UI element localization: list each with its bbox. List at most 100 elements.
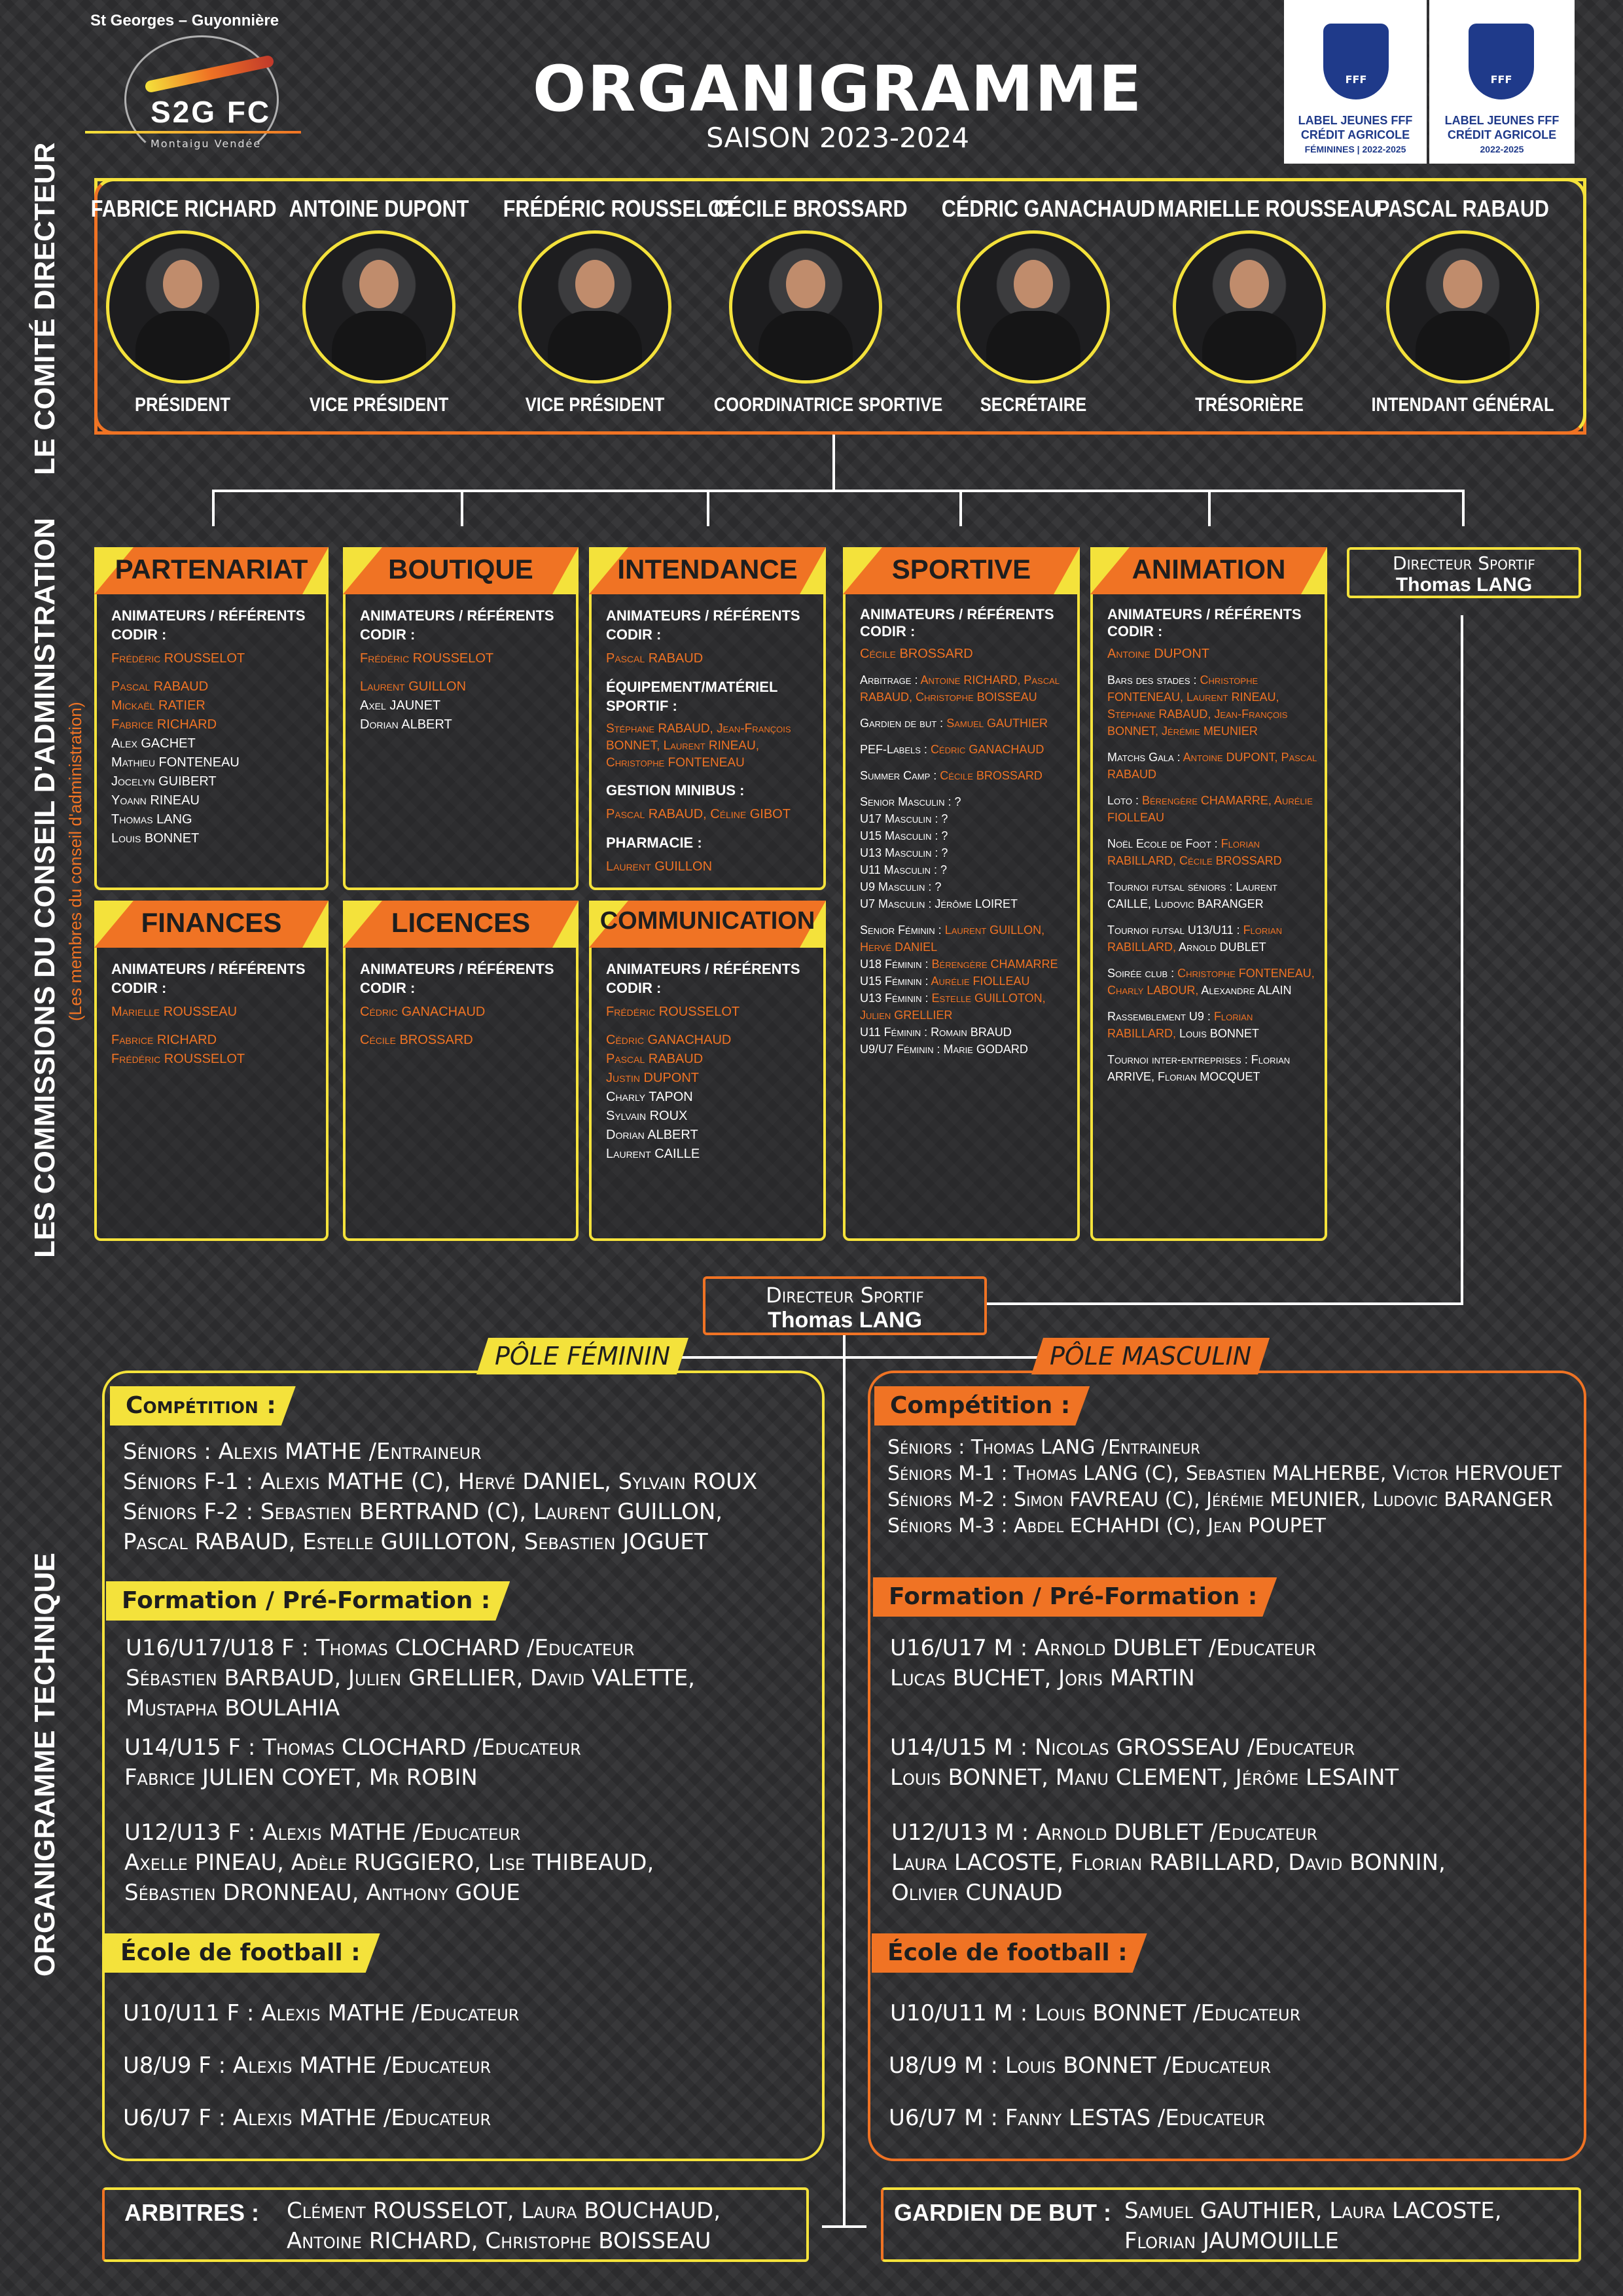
competition-line: Pascal RABAUD, Estelle GUILLOTON, Sebast… xyxy=(123,1529,708,1555)
member: Cécile BROSSARD xyxy=(360,1033,473,1047)
member-role: VICE PRÉSIDENT xyxy=(309,394,449,416)
commission-header: INTENDANCE xyxy=(589,547,826,594)
referent: Pascal RABAUD xyxy=(606,651,704,666)
commission-boutique: BOUTIQUE ANIMATEURS / RÉFÉRENTS CODIR : … xyxy=(343,547,579,890)
member-photo xyxy=(1386,230,1539,384)
member-photo xyxy=(1173,230,1326,384)
masc-item: U7 Masculin : Jérôme LOIRET xyxy=(860,897,1018,910)
directeur-sportif-title: Directeur Sportif xyxy=(766,1283,924,1308)
commission-header: LICENCES xyxy=(343,901,579,948)
member-name: MARIELLE ROUSSEAU xyxy=(1157,195,1380,222)
gardien-box: GARDIEN DE BUT : Samuel GAUTHIER, Laura … xyxy=(881,2187,1581,2262)
commission-sub: ANIMATEURS / RÉFÉRENTS CODIR : xyxy=(360,607,554,643)
competition-line: Séniors M-2 : Simon FAVREAU (C), Jérémie… xyxy=(887,1488,1554,1511)
masc-item: U15 Masculin : ? xyxy=(860,829,948,842)
commission-sub: ANIMATEURS / RÉFÉRENTS CODIR : xyxy=(860,606,1054,639)
member: Thomas LANG xyxy=(111,812,192,827)
directeur-sportif-title: Directeur Sportif xyxy=(1393,552,1535,574)
gardien-label: GARDIEN DE BUT : xyxy=(894,2199,1111,2226)
commission-partenariat: PARTENARIAT ANIMATEURS / RÉFÉRENTS CODIR… xyxy=(94,547,329,890)
connector-line xyxy=(987,1302,1463,1305)
member-photo xyxy=(106,230,259,384)
fem-item: Senior Féminin : Laurent GUILLON, Hervé … xyxy=(860,924,1045,954)
member: Fabrice RICHARD xyxy=(111,717,217,732)
formation-line: U14/U15 F : Thomas CLOCHARD /Educateur xyxy=(124,1734,581,1761)
fff-shield-icon xyxy=(1469,24,1534,99)
pole-masculin xyxy=(868,1371,1586,2161)
season: SAISON 2023-2024 xyxy=(706,122,969,154)
member: Yoann RINEAU xyxy=(111,793,200,808)
member: Laurent CAILLE xyxy=(606,1147,700,1161)
fff-shield-icon xyxy=(1323,24,1389,99)
connector-line xyxy=(822,2225,866,2228)
commission-animation: ANIMATION ANIMATEURS / RÉFÉRENTS CODIR :… xyxy=(1090,547,1327,1241)
connector-line xyxy=(212,490,215,526)
formation-line: Fabrice JULIEN COYET, Mr ROBIN xyxy=(124,1765,478,1791)
fff-label-feminines: FFF LABEL JEUNES FFF CRÉDIT AGRICOLE FÉM… xyxy=(1284,0,1427,164)
commission-sub: ANIMATEURS / RÉFÉRENTS CODIR : xyxy=(111,961,306,996)
connector-line xyxy=(668,1356,1047,1359)
member-photo xyxy=(957,230,1110,384)
arbitres-label: ARBITRES : xyxy=(124,2199,259,2226)
commission-title: SPORTIVE xyxy=(891,554,1031,584)
commission-sub: ANIMATEURS / RÉFÉRENTS CODIR : xyxy=(360,961,554,996)
section-label: École de football : xyxy=(105,1933,380,1973)
competition-line: Séniors F-2 : Sebastien BERTRAND (C), La… xyxy=(123,1499,723,1525)
connector-line xyxy=(1462,490,1465,526)
logo-ball-arc xyxy=(124,35,279,164)
commission-header: SPORTIVE xyxy=(843,547,1080,594)
commission-sub: ANIMATEURS / RÉFÉRENTS CODIR : xyxy=(606,961,800,996)
member: Pascal RABAUD xyxy=(111,679,209,694)
masc-item: U9 Masculin : ? xyxy=(860,880,942,893)
competition-line: Séniors F-1 : Alexis MATHE (C), Hervé DA… xyxy=(123,1469,758,1495)
member-name: CÉCILE BROSSARD xyxy=(713,195,908,222)
commission-sub: ANIMATEURS / RÉFÉRENTS CODIR : xyxy=(1107,606,1302,639)
member: Fabrice RICHARD xyxy=(111,1033,217,1047)
pole-feminin-label: PÔLE FÉMININ xyxy=(476,1338,688,1374)
formation-line: Olivier CUNAUD xyxy=(891,1880,1063,1906)
fem-item: U18 Féminin : Bérengère CHAMARRE xyxy=(860,958,1058,971)
commission-header: PARTENARIAT xyxy=(94,547,329,594)
sportive-item: Arbitrage : Antoine RICHARD, Pascal RABA… xyxy=(860,673,1060,704)
fff-badge-text: FFF xyxy=(1490,73,1512,86)
masc-item: U11 Masculin : ? xyxy=(860,863,948,876)
logo-sub: Montaigu Vendée xyxy=(151,137,262,150)
member-name: FRÉDÉRIC ROUSSELOT xyxy=(503,195,736,222)
member-name: CÉDRIC GANACHAUD xyxy=(941,195,1156,222)
masc-item: Senior Masculin : ? xyxy=(860,795,961,808)
member: Mickaël RATIER xyxy=(111,698,205,713)
masc-item: U13 Masculin : ? xyxy=(860,846,948,859)
label-line2: CRÉDIT AGRICOLE xyxy=(1447,128,1557,141)
commission-sub: ANIMATEURS / RÉFÉRENTS CODIR : xyxy=(606,607,800,643)
ecole-line: U6/U7 M : Fanny LESTAS /Educateur xyxy=(889,2105,1266,2131)
formation-line: U12/U13 M : Arnold DUBLET /Educateur xyxy=(891,1820,1318,1846)
sportive-item: Summer Camp : Cécile BROSSARD xyxy=(860,769,1043,782)
pole-masculin-label: PÔLE MASCULIN xyxy=(1031,1338,1270,1374)
member: Cédric GANACHAUD xyxy=(606,1033,732,1047)
member-card: ANTOINE DUPONT VICE PRÉSIDENT xyxy=(271,195,487,416)
section-label: Formation / Pré-Formation : xyxy=(106,1581,510,1621)
member: Axel JAUNET xyxy=(360,698,441,713)
commission-sportive: SPORTIVE ANIMATEURS / RÉFÉRENTS CODIR : … xyxy=(843,547,1080,1241)
ecole-line: U6/U7 F : Alexis MATHE /Educateur xyxy=(123,2105,491,2131)
commission-header: COMMUNICATION xyxy=(589,901,826,948)
label-line1: LABEL JEUNES FFF xyxy=(1444,114,1560,127)
member-name: PASCAL RABAUD xyxy=(1376,195,1550,222)
formation-line: Louis BONNET, Manu CLEMENT, Jérôme LESAI… xyxy=(890,1765,1399,1791)
formation-line: Mustapha BOULAHIA xyxy=(126,1695,340,1721)
arbitres-line2: Antoine RICHARD, Christophe BOISSEAU xyxy=(287,2228,711,2254)
commission-header: ANIMATION xyxy=(1090,547,1327,594)
member: Louis BONNET xyxy=(111,831,200,846)
member: Alex GACHET xyxy=(111,736,196,751)
commission-title: INTENDANCE xyxy=(617,554,798,584)
side-label-comite: LE COMITÉ DIRECTEUR xyxy=(29,142,61,475)
section-label: Compétition : xyxy=(874,1386,1090,1426)
animation-item: Tournoi futsal séniors : Laurent CAILLE,… xyxy=(1107,880,1277,910)
member-role: TRÉSORIÈRE xyxy=(1195,394,1304,416)
member-photo xyxy=(729,230,882,384)
connector-line xyxy=(707,490,709,526)
member-photo xyxy=(302,230,455,384)
fem-item: U15 Féminin : Aurélie FIOLLEAU xyxy=(860,975,1030,988)
gardien-line2: Florian JAUMOUILLE xyxy=(1124,2228,1339,2254)
member-role: SECRÉTAIRE xyxy=(980,394,1087,416)
